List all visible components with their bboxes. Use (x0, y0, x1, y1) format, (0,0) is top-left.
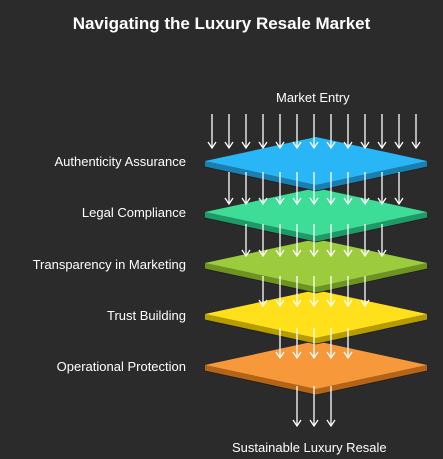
flow-arrow-4-3 (326, 328, 336, 360)
flow-arrow-0-8 (343, 114, 353, 150)
flow-arrow-0-3 (258, 114, 268, 150)
layer-legal (204, 188, 428, 243)
flow-arrow-2-2 (275, 224, 285, 258)
flow-arrow-1-1 (241, 172, 251, 206)
flow-arrow-0-12 (411, 114, 421, 150)
flow-arrow-4-1 (292, 328, 302, 360)
layer-face-trust (205, 290, 427, 338)
layer-outline-trust (204, 319, 428, 345)
flow-arrow-3-2 (292, 276, 302, 308)
top-label: Market Entry (276, 90, 350, 105)
flow-arrow-3-1 (275, 276, 285, 308)
flow-arrow-1-5 (309, 172, 319, 206)
layer-operational (204, 341, 428, 396)
flow-arrow-4-2 (309, 328, 319, 360)
flow-arrow-0-6 (309, 114, 319, 150)
flow-arrow-0-4 (275, 114, 285, 150)
layer-label-legal: Legal Compliance (81, 205, 186, 220)
layer-trust (204, 290, 428, 345)
flow-arrow-4-4 (343, 328, 353, 360)
flow-arrow-0-5 (292, 114, 302, 150)
flow-arrow-2-3 (292, 224, 302, 258)
flow-arrow-2-5 (326, 224, 336, 258)
flow-arrow-2-4 (309, 224, 319, 258)
layer-outline-operational (204, 370, 428, 396)
layer-label-authenticity: Authenticity Assurance (54, 154, 186, 169)
flow-arrow-1-0 (224, 172, 234, 206)
diagram-title: Navigating the Luxury Resale Market (72, 14, 371, 33)
flow-arrow-1-7 (343, 172, 353, 206)
flow-arrow-4-0 (275, 328, 285, 360)
flow-arrow-2-0 (241, 224, 251, 258)
flow-arrow-2-8 (377, 224, 387, 258)
layer-face-authenticity (205, 137, 427, 185)
layer-label-trust: Trust Building (107, 308, 186, 323)
flow-arrow-0-10 (377, 114, 387, 150)
flow-arrow-3-4 (326, 276, 336, 308)
flow-arrow-5-1 (309, 386, 319, 428)
layer-outline-authenticity (204, 166, 428, 192)
layer-label-operational: Operational Protection (56, 359, 186, 374)
flow-arrow-1-10 (394, 172, 404, 206)
flow-arrow-2-6 (343, 224, 353, 258)
flow-arrow-3-6 (360, 276, 370, 308)
flow-arrow-0-9 (360, 114, 370, 150)
flow-arrow-0-7 (326, 114, 336, 150)
layer-face-transparency (205, 239, 427, 287)
layer-face-legal (205, 188, 427, 236)
flow-arrow-1-3 (275, 172, 285, 206)
layer-authenticity (204, 137, 428, 192)
flow-arrow-3-5 (343, 276, 353, 308)
layer-face-operational (205, 341, 427, 389)
flow-arrow-3-3 (309, 276, 319, 308)
layer-transparency (204, 239, 428, 294)
flow-arrow-5-0 (292, 386, 302, 428)
layer-outline-legal (204, 217, 428, 243)
flow-arrow-1-6 (326, 172, 336, 206)
flow-arrow-1-4 (292, 172, 302, 206)
flow-arrow-0-1 (224, 114, 234, 150)
flow-arrow-2-7 (360, 224, 370, 258)
flow-arrow-5-2 (326, 386, 336, 428)
flow-arrow-2-1 (258, 224, 268, 258)
flow-arrow-0-2 (241, 114, 251, 150)
layer-label-transparency: Transparency in Marketing (32, 257, 186, 272)
flow-arrow-1-8 (360, 172, 370, 206)
flow-arrow-0-0 (207, 114, 217, 150)
bottom-label: Sustainable Luxury Resale (232, 440, 387, 455)
flow-arrow-3-0 (258, 276, 268, 308)
flow-arrow-0-11 (394, 114, 404, 150)
flow-arrow-1-9 (377, 172, 387, 206)
layer-outline-transparency (204, 268, 428, 294)
flow-arrow-1-2 (258, 172, 268, 206)
